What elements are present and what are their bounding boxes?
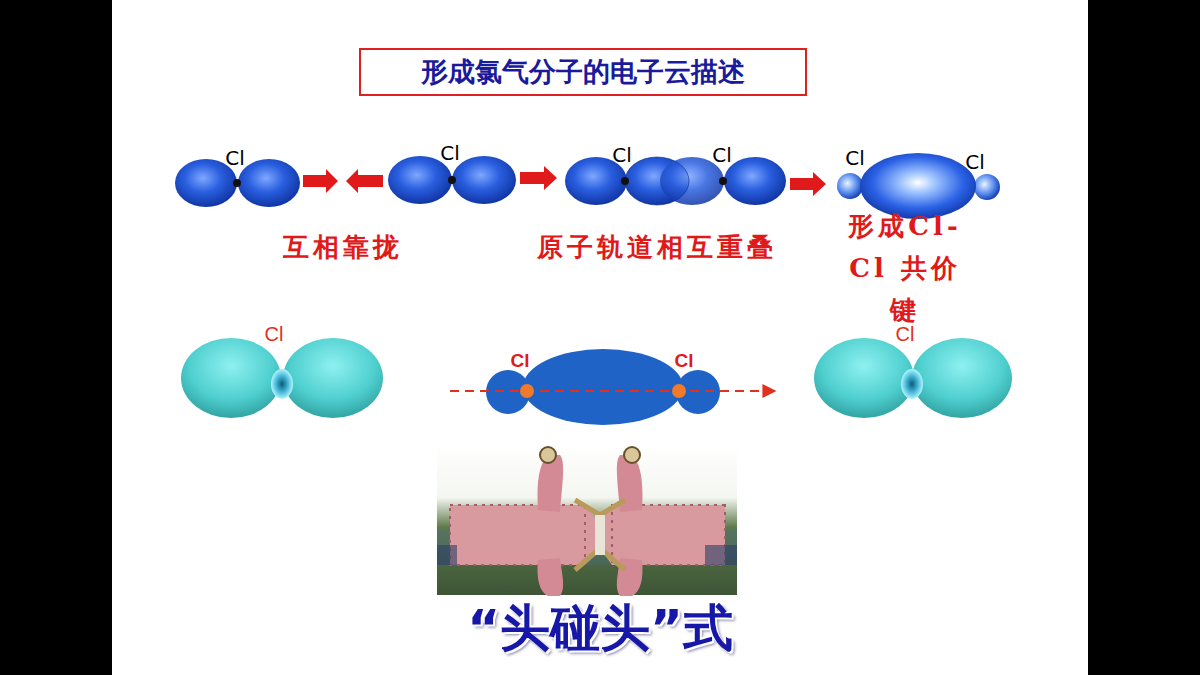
arrow-right	[303, 169, 338, 193]
overlapping-orbitals	[565, 157, 786, 205]
scarecrow-photo	[437, 445, 737, 596]
atom-label: Cl	[845, 146, 865, 170]
sigma-bond-diagram	[450, 349, 775, 425]
step-caption: 互相靠拢	[283, 232, 403, 263]
p-orbital-cyan	[814, 338, 1012, 418]
atom-label: Cl	[675, 350, 694, 373]
slide-background	[112, 0, 1088, 675]
step-caption: 原子轨道相互重叠	[537, 232, 777, 263]
bond-axis	[450, 390, 775, 392]
atom-label: Cl	[896, 322, 915, 346]
arrow-left	[346, 169, 383, 193]
atom-label: Cl	[440, 141, 460, 165]
arrow-right	[520, 166, 557, 190]
p-orbital-cyan	[181, 338, 383, 418]
arrow-right	[790, 172, 826, 196]
atom-label: Cl	[265, 322, 284, 346]
atom-label: Cl	[225, 146, 245, 170]
atom-label: Cl	[612, 143, 632, 167]
step-caption: 形成Cl-Cl 共价键	[835, 205, 975, 331]
atom-label: Cl	[511, 350, 530, 373]
atom-label: Cl	[965, 150, 985, 174]
atom-label: Cl	[712, 143, 732, 167]
title-box: 形成氯气分子的电子云描述	[359, 48, 807, 96]
slide-title: 形成氯气分子的电子云描述	[421, 54, 745, 90]
process-arrows	[303, 166, 826, 196]
overlap-type-caption: “头碰头”式	[467, 598, 733, 658]
